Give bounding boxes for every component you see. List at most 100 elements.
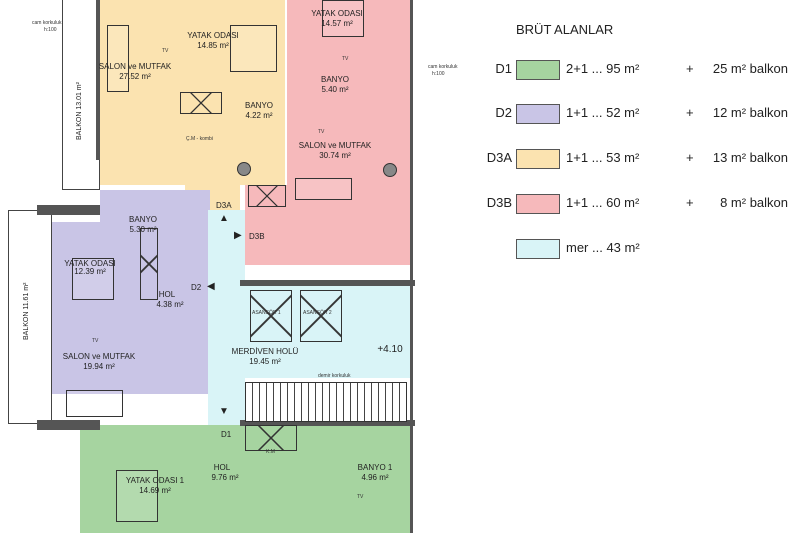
room-name: SALON ve MUTFAK <box>298 141 372 150</box>
legend-code: D1 <box>495 61 512 76</box>
legend-item-common: mer ... 43 m² <box>480 239 800 259</box>
wall <box>37 205 100 215</box>
elevator-1 <box>250 290 292 342</box>
zone-common <box>208 210 245 430</box>
legend-balcony: 13 m² balkon <box>712 150 788 165</box>
elevator-2 <box>300 290 342 342</box>
room-area: 30.74 m² <box>319 151 351 160</box>
wall <box>240 280 415 286</box>
elevator-2-label: ASANSÖR 2 <box>303 310 332 316</box>
bed <box>116 470 158 522</box>
room-name: HOL <box>158 290 176 299</box>
room-name: BANYO <box>128 215 158 224</box>
room-name: HOL <box>213 463 231 472</box>
wall <box>240 420 415 426</box>
railing-note-right: cam korkuluk <box>428 64 458 70</box>
balcony-top-label: BALKON 13.01 m² <box>76 82 83 140</box>
room-area: 4.38 m² <box>156 300 184 309</box>
legend-size: 2+1 ... 95 m² <box>566 61 640 76</box>
room-name: YATAK ODASI <box>187 31 239 40</box>
zone-d2 <box>100 190 210 225</box>
room-area: 14.69 m² <box>139 486 171 495</box>
arrow-up-icon: ▲ <box>219 213 229 224</box>
legend-balcony: 8 m² balkon <box>720 195 788 210</box>
legend-code: D2 <box>495 105 512 120</box>
room-area: 14.85 m² <box>197 41 229 50</box>
room-area: 19.94 m² <box>83 362 115 371</box>
wardrobe <box>245 425 297 451</box>
railing-note-left-h: h:100 <box>44 27 57 33</box>
legend-swatch <box>516 239 560 259</box>
legend-code: D3B <box>486 195 512 210</box>
legend-item-d3a: D3A 1+1 ... 53 m² + 13 m² balkon <box>480 149 800 169</box>
legend-balcony: 25 m² balkon <box>712 61 788 76</box>
legend-title: BRÜT ALANLAR <box>516 22 614 37</box>
zone-d3b <box>287 0 410 265</box>
elevator-1-label: ASANSÖR 1 <box>252 310 281 316</box>
column <box>237 162 251 176</box>
balcony-left <box>8 210 52 424</box>
tv-label: TV <box>357 494 364 500</box>
legend-plus: + <box>686 105 694 120</box>
legend-swatch <box>516 194 560 214</box>
legend-item-d1: D1 2+1 ... 95 m² + 25 m² balkon <box>480 60 800 80</box>
sofa <box>107 25 129 92</box>
tv-label: TV <box>162 48 169 54</box>
room-name: BANYO <box>244 101 274 110</box>
legend-size: 1+1 ... 52 m² <box>566 105 640 120</box>
room-area: 14.57 m² <box>321 19 353 28</box>
door-d2: D2 <box>191 283 202 292</box>
room-name: SALON ve MUTFAK <box>62 352 136 361</box>
room-name: BANYO 1 <box>357 463 393 472</box>
door-d3a: D3A <box>216 201 232 210</box>
wardrobe <box>140 228 158 300</box>
wall <box>37 420 100 430</box>
bed <box>230 25 277 72</box>
legend-plus: + <box>686 150 694 165</box>
wall <box>410 0 413 533</box>
balcony-left-label: BALKON 11.61 m² <box>23 282 30 340</box>
railing-note-left: cam korkuluk <box>32 20 62 26</box>
legend-size: 1+1 ... 53 m² <box>566 150 640 165</box>
tv-label: TV <box>318 129 325 135</box>
room-area: 9.76 m² <box>211 473 239 482</box>
room-name: YATAK ODASI <box>311 9 363 18</box>
arrow-right-icon: ▶ <box>234 230 242 241</box>
wardrobe <box>248 185 286 207</box>
legend-balcony: 12 m² balkon <box>712 105 788 120</box>
legend-plus: + <box>686 195 694 210</box>
sofa <box>66 390 123 417</box>
room-area: 12.39 m² <box>74 267 106 276</box>
room-name: MERDİVEN HOLÜ <box>231 347 299 356</box>
legend-code: D3A <box>486 150 512 165</box>
legend-swatch <box>516 104 560 124</box>
room-area: 5.40 m² <box>321 85 349 94</box>
room-name: YATAK ODASI <box>64 259 116 268</box>
room-name: SALON ve MUTFAK <box>98 62 172 71</box>
wardrobe <box>180 92 222 114</box>
room-area: 19.45 m² <box>249 357 281 366</box>
boiler-note: Ç.M - kombi <box>186 136 213 142</box>
bed <box>322 0 364 37</box>
bed <box>72 258 114 300</box>
door-d3b: D3B <box>249 232 265 241</box>
level-marker: +4.10 <box>377 344 403 355</box>
room-area: 4.22 m² <box>245 111 273 120</box>
column <box>383 163 397 177</box>
zone-d2-main <box>52 222 210 394</box>
legend-item-d2: D2 1+1 ... 52 m² + 12 m² balkon <box>480 104 800 124</box>
staircase <box>245 382 407 422</box>
legend-plus: + <box>686 61 694 76</box>
legend-size: mer ... 43 m² <box>566 240 640 255</box>
room-area: 4.96 m² <box>361 473 389 482</box>
km-note: K.M <box>266 449 275 455</box>
tv-label: TV <box>92 338 99 344</box>
legend-item-d3b: D3B 1+1 ... 60 m² + 8 m² balkon <box>480 194 800 214</box>
tv-label: TV <box>342 56 349 62</box>
iron-railing-note: demir korkuluk <box>318 373 351 379</box>
door-d1: D1 <box>221 430 232 439</box>
railing-note-right-h: h:100 <box>432 71 445 77</box>
arrow-left-icon: ◀ <box>207 281 215 292</box>
legend-swatch <box>516 149 560 169</box>
